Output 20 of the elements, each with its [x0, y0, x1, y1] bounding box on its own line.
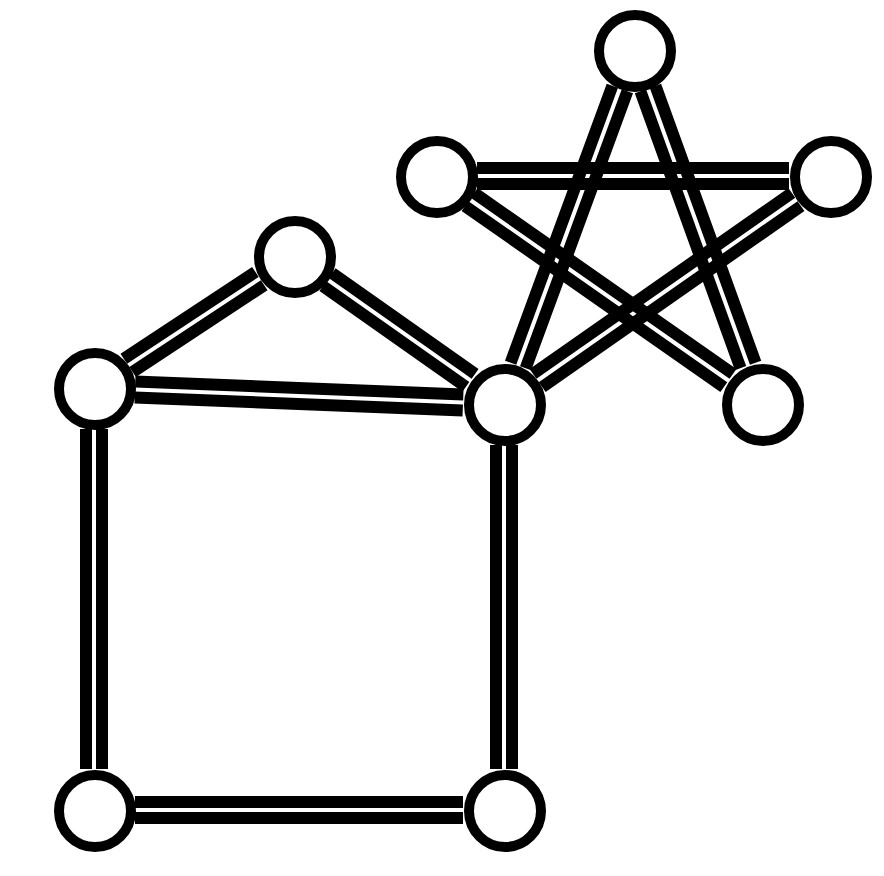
- double-line: [634, 79, 762, 375]
- double-line: [117, 265, 271, 379]
- double-line: [527, 186, 807, 394]
- double-line: [459, 186, 739, 394]
- double-line: [490, 439, 518, 775]
- double-line: [504, 79, 634, 375]
- node-circle: [461, 767, 547, 853]
- node-circle: [591, 7, 677, 93]
- node-circle: [719, 361, 805, 447]
- node-circle: [787, 133, 873, 219]
- double-line: [80, 423, 108, 775]
- node-circle: [251, 213, 337, 299]
- double-line: [471, 162, 795, 190]
- double-line: [129, 796, 469, 824]
- double-line: [128, 375, 470, 417]
- node-circle: [51, 767, 137, 853]
- node-circle: [51, 345, 137, 431]
- node-circle: [461, 361, 547, 447]
- double-line: [316, 267, 482, 393]
- node-circle: [393, 133, 479, 219]
